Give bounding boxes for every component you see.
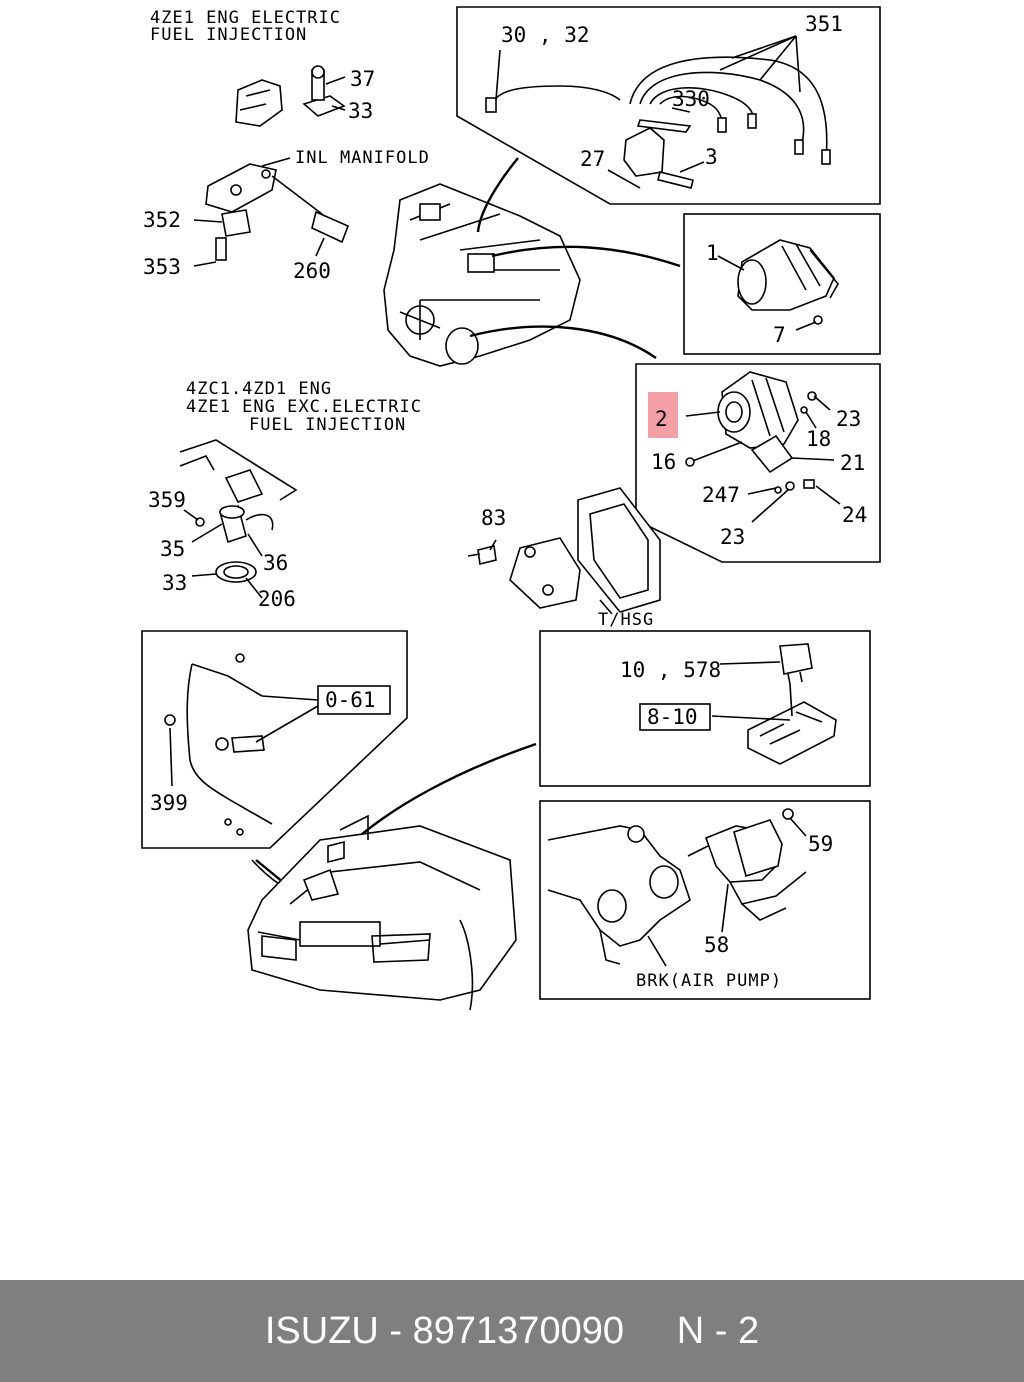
- sensor-bracket-drawing: [193, 65, 350, 267]
- ignition-box: [456, 6, 881, 205]
- callout-24: 24: [842, 503, 867, 527]
- note-brk-air-pump: BRK(AIR PUMP): [636, 971, 782, 991]
- callout-7: 7: [773, 323, 786, 347]
- callout-33-top: 33: [348, 99, 373, 123]
- harness-box: [141, 630, 408, 849]
- air-pump-bracket-drawing: [547, 808, 807, 967]
- callout-18: 18: [806, 427, 831, 451]
- generator-drawing: [685, 371, 841, 523]
- callout-27: 27: [580, 147, 605, 171]
- fuel-pump-drawing: [179, 439, 298, 599]
- callout-359: 359: [148, 488, 186, 512]
- title-top-line1: 4ZE1 ENG ELECTRIC: [150, 8, 341, 28]
- transmission-housing-drawing: [467, 487, 661, 615]
- ignition-cables-drawing: [485, 35, 831, 189]
- callout-2: 2: [655, 407, 668, 431]
- callout-10-578: 10 , 578: [620, 658, 721, 682]
- callout-35: 35: [160, 537, 185, 561]
- callout-23-b: 23: [720, 525, 745, 549]
- highlight-callout-2: [648, 392, 678, 438]
- callout-21: 21: [840, 451, 865, 475]
- callout-23-a: 23: [836, 407, 861, 431]
- relay-box: [539, 630, 871, 787]
- callout-0-61-box: [317, 685, 391, 715]
- engine-drawing: [383, 157, 681, 367]
- callout-399: 399: [150, 791, 188, 815]
- note-t-hsg: T/HSG: [598, 610, 654, 630]
- callout-247: 247: [702, 483, 740, 507]
- vehicle-drawing: [247, 814, 517, 1011]
- title-top-line2: FUEL INJECTION: [150, 25, 307, 45]
- starter-box: [683, 213, 881, 355]
- callout-8-10: 8-10: [647, 705, 698, 729]
- harness-drawing: [164, 653, 319, 836]
- callout-330: 330: [672, 87, 710, 111]
- title-mid-line2: 4ZE1 ENG EXC.ELECTRIC: [186, 397, 422, 417]
- title-mid-line3: FUEL INJECTION: [249, 415, 406, 435]
- footer-page: N - 2: [676, 1309, 760, 1352]
- callout-353: 353: [143, 255, 181, 279]
- callout-3: 3: [705, 145, 718, 169]
- callout-58: 58: [704, 933, 729, 957]
- callout-37: 37: [350, 67, 375, 91]
- callout-352: 352: [143, 208, 181, 232]
- starter-drawing: [717, 239, 839, 331]
- note-inl-manifold: INL MANIFOLD: [295, 148, 430, 168]
- air-pump-bracket-box: [539, 800, 871, 1000]
- callout-33-mid: 33: [162, 571, 187, 595]
- callout-83: 83: [481, 506, 506, 530]
- footer-text: ISUZU - 8971370090 N - 2: [264, 1309, 760, 1352]
- callout-8-10-box: [639, 703, 711, 731]
- relay-drawing: [711, 643, 837, 765]
- callout-1: 1: [706, 241, 719, 265]
- callout-260: 260: [293, 259, 331, 283]
- generator-box: [635, 363, 881, 563]
- callout-16: 16: [651, 450, 676, 474]
- footer-brand: ISUZU: [264, 1309, 379, 1352]
- title-mid-line1: 4ZC1.4ZD1 ENG: [186, 379, 332, 399]
- callout-36: 36: [263, 551, 288, 575]
- callout-206: 206: [258, 587, 296, 611]
- parts-diagram: 4ZE1 ENG ELECTRIC FUEL INJECTION 37 33 I…: [141, 6, 881, 1011]
- callout-59: 59: [808, 832, 833, 856]
- callout-0-61: 0-61: [325, 688, 376, 712]
- footer-bar: ISUZU - 8971370090 N - 2: [0, 1280, 1024, 1382]
- callout-351: 351: [805, 12, 843, 36]
- callout-30-32: 30 , 32: [501, 23, 590, 47]
- footer-part-number: 8971370090: [412, 1309, 624, 1352]
